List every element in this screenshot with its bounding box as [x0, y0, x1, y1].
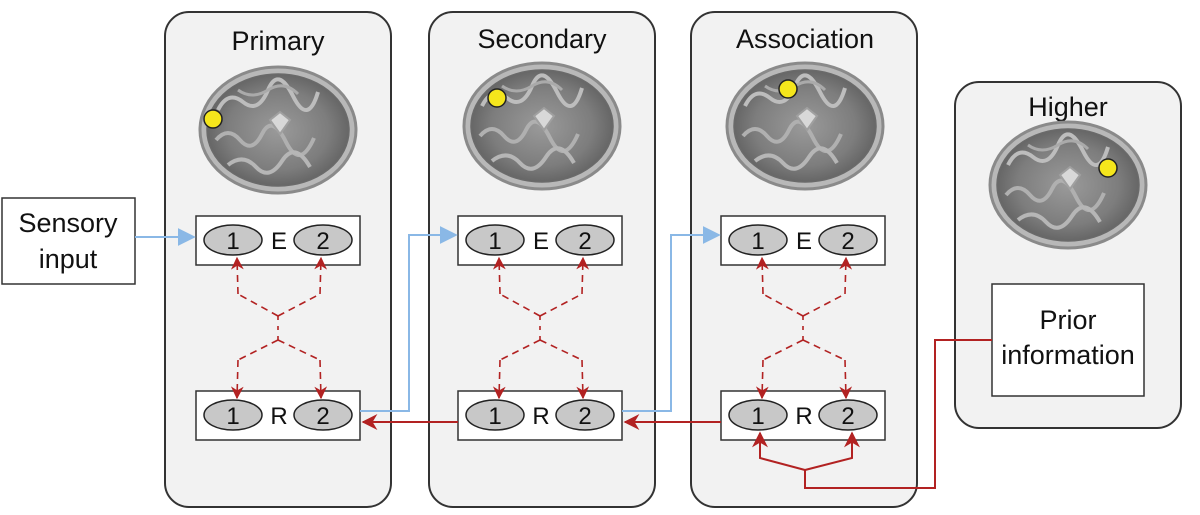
- error-unit-2: [293, 224, 353, 256]
- reciprocal-connections-secondary: [492, 256, 590, 400]
- feedback-arrow-prior-to-unit-2: [804, 431, 860, 471]
- svg-text:2: 2: [841, 403, 854, 430]
- error-unit-1: [203, 224, 263, 256]
- representation-unit-1: [728, 399, 788, 431]
- svg-text:2: 2: [316, 228, 329, 255]
- representation-label: R: [795, 403, 812, 430]
- representation-unit-row-association: 1 R 2: [720, 390, 886, 441]
- representation-unit-row-secondary: 1 R 2: [457, 390, 623, 441]
- sensory-input-box: [1, 197, 136, 285]
- activation-marker: [203, 109, 223, 129]
- prior-information-line-1: Prior: [1039, 305, 1096, 335]
- representation-label: R: [270, 403, 287, 430]
- stage-title-secondary: Secondary: [477, 24, 607, 54]
- activation-marker: [1098, 158, 1118, 178]
- error-unit-2: [555, 224, 615, 256]
- feedback-arrow-prior-to-association: [804, 339, 992, 489]
- feedforward-arrow-secondary-to-association: [622, 226, 721, 412]
- representation-unit-row-primary: 1 R 2: [195, 390, 361, 441]
- svg-text:1: 1: [226, 403, 239, 430]
- stage-title-association: Association: [736, 24, 874, 54]
- error-unit-1: [465, 224, 525, 256]
- svg-text:2: 2: [316, 403, 329, 430]
- svg-text:2: 2: [578, 228, 591, 255]
- error-unit-row-secondary: 1 E 2: [457, 215, 623, 266]
- activation-marker: [487, 88, 507, 108]
- svg-text:1: 1: [751, 403, 764, 430]
- sensory-input-line-2: input: [39, 244, 98, 274]
- error-unit-row-association: 1 E 2: [720, 215, 886, 266]
- activation-marker: [778, 79, 798, 99]
- error-unit-1: [728, 224, 788, 256]
- brain-scan-icon: [725, 61, 885, 191]
- stage-title-higher: Higher: [1028, 92, 1108, 122]
- representation-unit-2: [293, 399, 353, 431]
- error-unit-2: [818, 224, 878, 256]
- brain-scan-icon: [988, 120, 1148, 250]
- error-label: E: [796, 228, 812, 255]
- error-label: E: [271, 228, 287, 255]
- brain-scan-icon: [198, 65, 358, 195]
- prior-information-box: [991, 283, 1145, 397]
- representation-unit-1: [465, 399, 525, 431]
- error-unit-row-primary: 1 E 2: [195, 215, 361, 266]
- representation-unit-2: [555, 399, 615, 431]
- brain-scan-icon: [462, 61, 622, 191]
- stage-title-primary: Primary: [232, 26, 325, 56]
- svg-text:2: 2: [578, 403, 591, 430]
- sensory-input-line-1: Sensory: [18, 208, 118, 238]
- representation-label: R: [532, 403, 549, 430]
- prior-information-line-2: information: [1001, 340, 1135, 370]
- representation-unit-1: [203, 399, 263, 431]
- error-label: E: [533, 228, 549, 255]
- reciprocal-connections-primary: [230, 256, 328, 400]
- feedback-arrow-prior-to-unit-1: [752, 431, 806, 471]
- representation-unit-2: [818, 399, 878, 431]
- reciprocal-connections-association: [755, 256, 853, 400]
- svg-text:1: 1: [488, 228, 501, 255]
- svg-text:1: 1: [226, 228, 239, 255]
- svg-text:2: 2: [841, 228, 854, 255]
- feedforward-arrow-primary-to-secondary: [360, 226, 458, 412]
- svg-text:1: 1: [488, 403, 501, 430]
- svg-text:1: 1: [751, 228, 764, 255]
